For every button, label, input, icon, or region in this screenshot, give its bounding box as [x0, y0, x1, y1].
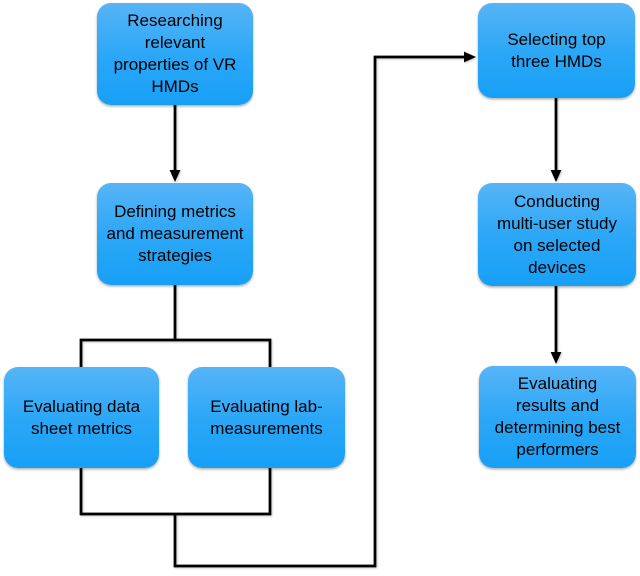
flow-node-results: Evaluating results and determining best … — [479, 366, 636, 468]
arrowhead-into-metrics — [169, 170, 181, 182]
flow-node-results-label: Evaluating results and determining best … — [494, 374, 621, 459]
arrowhead-into-results — [550, 352, 562, 364]
flow-node-select: Selecting top three HMDs — [478, 3, 635, 98]
flow-node-research-label: Researching relevant properties of VR HM… — [113, 11, 237, 96]
flow-node-metrics: Defining metrics and measurement strateg… — [97, 183, 253, 285]
edge-metrics-split — [79, 285, 272, 367]
arrowhead-into-select — [464, 51, 476, 63]
flow-node-study-label: Conducting multi-user study on selected … — [497, 191, 617, 277]
flow-node-research: Researching relevant properties of VR HM… — [97, 3, 253, 105]
flow-node-lab-label: Evaluating lab- measurements — [210, 396, 323, 438]
flow-node-study: Conducting multi-user study on selected … — [478, 183, 636, 286]
edge-merge-to-select — [79, 55, 465, 568]
flow-node-metrics-label: Defining metrics and measurement strateg… — [106, 202, 244, 265]
flow-node-select-label: Selecting top three HMDs — [507, 29, 606, 71]
flow-node-datasheet-label: Evaluating data sheet metrics — [22, 396, 141, 438]
flow-node-lab: Evaluating lab- measurements — [188, 367, 345, 468]
flow-node-datasheet: Evaluating data sheet metrics — [4, 367, 159, 468]
arrowhead-into-study — [550, 170, 562, 182]
